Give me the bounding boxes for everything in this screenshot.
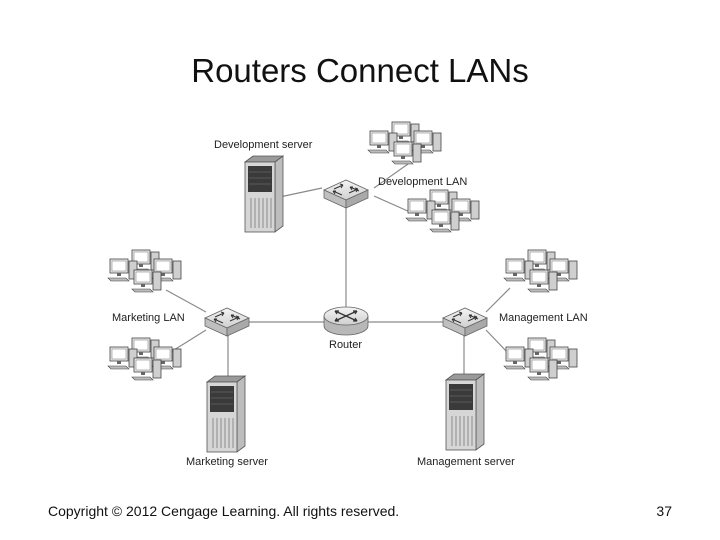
router-label: Router (329, 339, 362, 351)
development-workstations-bottom-icon (406, 190, 479, 232)
copyright-notice: Copyright © 2012 Cengage Learning. All r… (48, 503, 400, 519)
page-number: 37 (656, 503, 672, 519)
development-server-icon (244, 155, 284, 233)
development-lan-label: Development LAN (378, 176, 467, 188)
marketing-workstations-bottom-icon (108, 338, 181, 380)
management-server-icon (445, 373, 485, 451)
marketing-server-icon (206, 375, 246, 453)
management-lan-label: Management LAN (499, 312, 588, 324)
management-switch-icon (442, 307, 488, 337)
management-workstations-top-icon (504, 250, 577, 292)
marketing-switch-icon (204, 307, 250, 337)
management-server-label: Management server (417, 456, 515, 468)
slide-title: Routers Connect LANs (191, 52, 529, 89)
development-server-label: Development server (214, 139, 313, 151)
management-workstations-bottom-icon (504, 338, 577, 380)
marketing-lan-label: Marketing LAN (112, 312, 185, 324)
router-icon (323, 306, 369, 336)
marketing-workstations-top-icon (108, 250, 181, 292)
development-switch-icon (323, 179, 369, 209)
marketing-server-label: Marketing server (186, 456, 268, 468)
development-workstations-top-icon (368, 122, 441, 164)
